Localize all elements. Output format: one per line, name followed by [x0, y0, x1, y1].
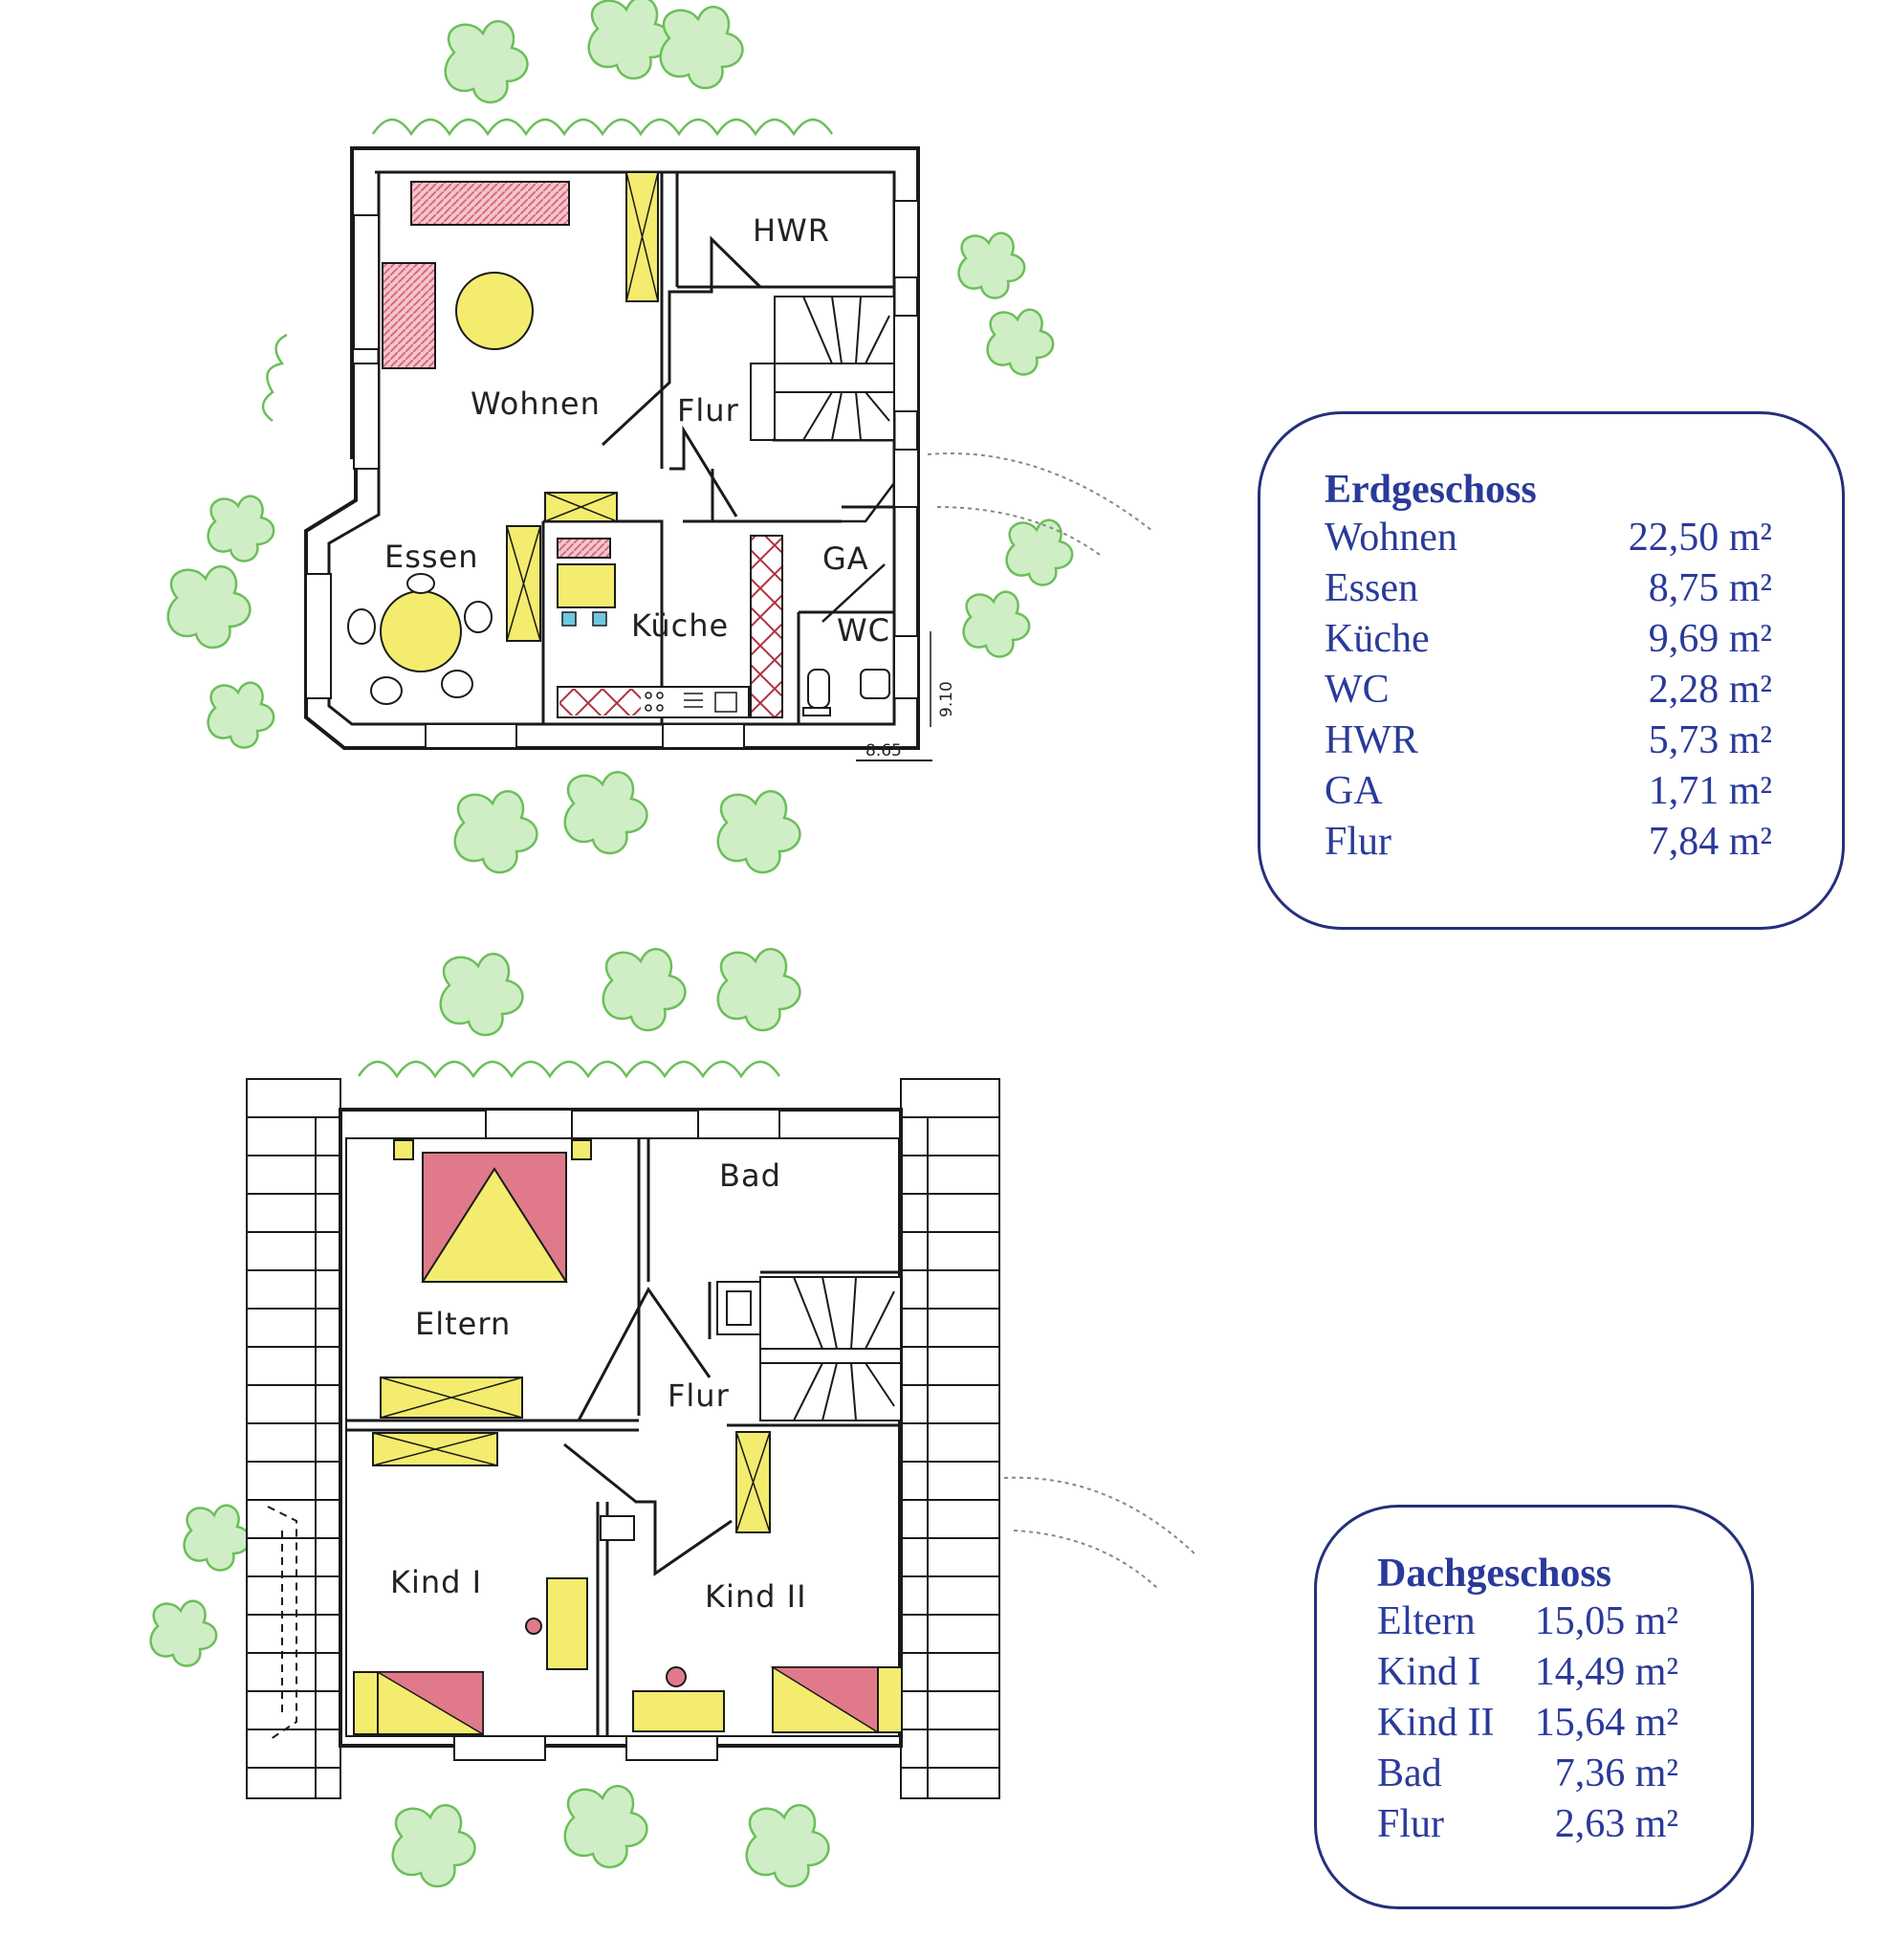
dining-chairs [347, 573, 493, 705]
room-label-essen: Essen [384, 539, 479, 575]
kitchen-column [750, 535, 783, 718]
foliage-left-upper [149, 1504, 252, 1667]
room-label-eltern: Eltern [415, 1306, 511, 1342]
foliage-bottom-upper [391, 1785, 830, 1888]
toilet-icon [802, 669, 890, 716]
garden-path-ground [927, 452, 1153, 556]
ground-floor-plan: 8.65 9.10 Wohnen Flur HWR Essen Küche GA… [304, 146, 956, 761]
stove-icon [645, 692, 737, 713]
double-bed [393, 1139, 592, 1283]
room-label-wc: WC [837, 612, 890, 649]
foliage-bottom-ground [453, 771, 801, 874]
chair-kind1 [525, 1618, 542, 1635]
coffee-table [455, 272, 534, 350]
room-label-wohnen: Wohnen [471, 385, 601, 422]
foliage-top-upper [357, 948, 801, 1079]
upper-floor-staircase [716, 1276, 902, 1421]
roof-tiles-left [246, 1078, 341, 1799]
sofa [410, 181, 570, 226]
foliage-left-ground [166, 333, 288, 749]
room-label-kind2: Kind II [705, 1578, 807, 1615]
upper-floor-plan: Bad Eltern Flur Kind I Kind II [246, 1078, 1000, 1799]
room-label-kueche: Küche [631, 607, 729, 644]
foliage-top-ground [371, 0, 834, 137]
dining-table [380, 590, 462, 672]
room-label-bad: Bad [719, 1157, 781, 1194]
dachgeschoss-title: Dachgeschoss [1377, 1552, 1612, 1596]
foliage-right-ground [957, 231, 1074, 658]
armchair [382, 262, 436, 369]
dimension-width: 8.65 [865, 741, 902, 760]
erdgeschoss-title: Erdgeschoss [1325, 468, 1537, 512]
dimension-depth: 9.10 [937, 681, 956, 717]
room-label-hwr: HWR [753, 212, 830, 249]
desk-kind2 [632, 1690, 725, 1732]
room-label-ga: GA [822, 540, 869, 577]
room-label-flur-ground: Flur [677, 392, 739, 429]
desk-kind1 [546, 1577, 588, 1670]
chair-kind2 [666, 1666, 687, 1687]
kitchen-counter-left [557, 538, 611, 559]
room-label-kind1: Kind I [390, 1564, 482, 1600]
ground-floor-staircase [750, 296, 895, 441]
garden-path-upper [1003, 1476, 1196, 1589]
room-label-flur-upper: Flur [668, 1377, 730, 1414]
roof-tiles-right [900, 1078, 1000, 1799]
kitchen-table [557, 563, 616, 608]
